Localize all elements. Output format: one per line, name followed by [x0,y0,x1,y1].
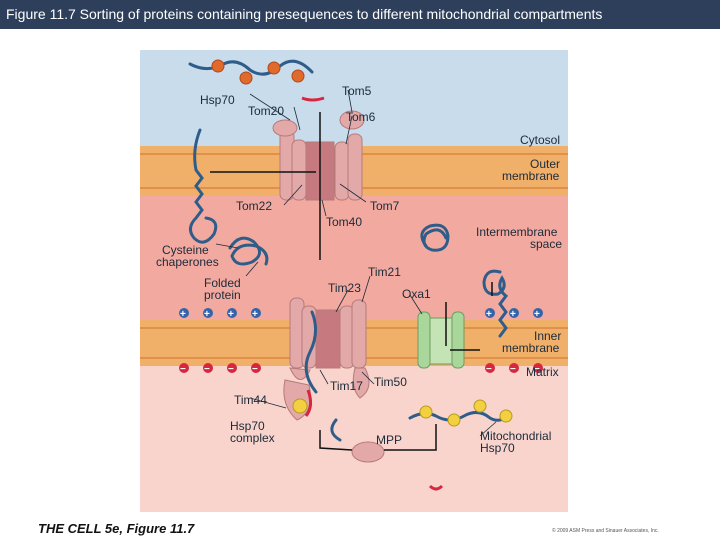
label-tim44: Tim44 [234,393,267,407]
oxa1-translocase [417,311,465,369]
svg-text:−: − [180,364,186,375]
label-intermembrane-2: space [530,237,562,251]
label-leader-lines [215,89,497,437]
mito-hsp70-molecules [292,398,513,427]
label-tom22: Tom22 [236,199,272,213]
matrix-presequence [304,389,313,417]
svg-text:+: + [204,309,210,320]
diagram-canvas: + + + + + + + − − − − − − − [140,50,568,512]
cytosolic-precursor-chain [188,59,314,76]
outer-membrane-protein-chain [189,128,218,244]
label-mito-hsp70-2: Hsp70 [480,441,515,455]
cytosolic-hsp70-molecules [211,59,305,85]
label-inner-membrane-1: Inner [534,329,561,343]
svg-text:−: − [252,364,258,375]
copyright-notice: © 2009 ASM Press and Sinauer Associates,… [552,528,659,534]
label-tom6: Tom6 [346,110,376,124]
svg-text:+: + [486,309,492,320]
positive-charge [179,308,189,318]
label-outer-membrane-1: Outer [530,157,560,171]
label-tim23: Tim23 [328,281,361,295]
svg-text:+: + [228,309,234,320]
positive-charge [533,308,543,318]
translocating-chain [304,310,318,394]
folded-protein-chain [228,236,269,266]
negative-charge [509,363,519,373]
negative-charge [179,363,189,373]
label-tom7: Tom7 [370,199,400,213]
label-folded-1: Folded [204,276,241,290]
label-hsp70-complex-2: complex [230,431,275,445]
inner-membrane-protein-chain [482,269,509,338]
label-cytosol: Cytosol [520,133,560,147]
slide-title: Figure 11.7 Sorting of proteins containi… [6,6,603,22]
label-tom20: Tom20 [248,104,284,118]
label-folded-2: protein [204,288,241,302]
label-tim17: Tim17 [330,379,363,393]
svg-text:−: − [534,364,540,375]
label-mito-hsp70-1: Mitochondrial [480,429,551,443]
mpp-enzyme [351,441,385,463]
positive-charge [251,308,261,318]
svg-text:+: + [510,309,516,320]
label-matrix: Matrix [526,365,559,379]
oxa1-substrate-chain [420,223,450,252]
negative-charge [227,363,237,373]
positive-charge [509,308,519,318]
label-intermembrane-1: Intermembrane [476,225,558,239]
label-cysteine-2: chaperones [156,255,219,269]
label-cysteine-1: Cysteine [162,243,209,257]
mpp-substrate-chain [330,418,342,442]
positive-charge [227,308,237,318]
svg-text:−: − [510,364,516,375]
negative-charge [251,363,261,373]
negative-charge [533,363,543,373]
svg-text:−: − [486,364,492,375]
label-inner-membrane-2: membrane [502,341,560,355]
matrix-region [140,366,568,512]
label-outer-membrane-2: membrane [502,169,560,183]
positive-charge [485,308,495,318]
diagram-labels: Hsp70 Tom5 Tom20 Tom6 Cytosol Outer memb… [156,84,562,455]
cytosol-region [140,50,568,146]
cytosolic-presequence [301,96,325,102]
mitochondrial-sorting-diagram: + + + + + + + − − − − − − − [140,50,568,512]
svg-text:+: + [534,309,540,320]
positive-charges: + + + + + + + [179,308,543,320]
svg-text:+: + [180,309,186,320]
slide-title-bar: Figure 11.7 Sorting of proteins containi… [0,0,720,29]
label-tom5: Tom5 [342,84,372,98]
intermembrane-region [140,196,568,320]
label-mpp: MPP [376,433,402,447]
label-tom40: Tom40 [326,215,362,229]
label-hsp70: Hsp70 [200,93,235,107]
figure-credit: THE CELL 5e, Figure 11.7 [38,521,195,536]
negative-charges: − − − − − − − [179,363,543,375]
svg-text:−: − [204,364,210,375]
label-tim50: Tim50 [374,375,407,389]
svg-text:+: + [252,309,258,320]
label-oxa1: Oxa1 [402,287,431,301]
svg-text:−: − [228,364,234,375]
label-tim21: Tim21 [368,265,401,279]
cleaved-presequence [428,484,444,491]
negative-charge [485,363,495,373]
label-hsp70-complex-1: Hsp70 [230,419,265,433]
import-arrows [210,112,493,451]
negative-charge [203,363,213,373]
positive-charge [203,308,213,318]
